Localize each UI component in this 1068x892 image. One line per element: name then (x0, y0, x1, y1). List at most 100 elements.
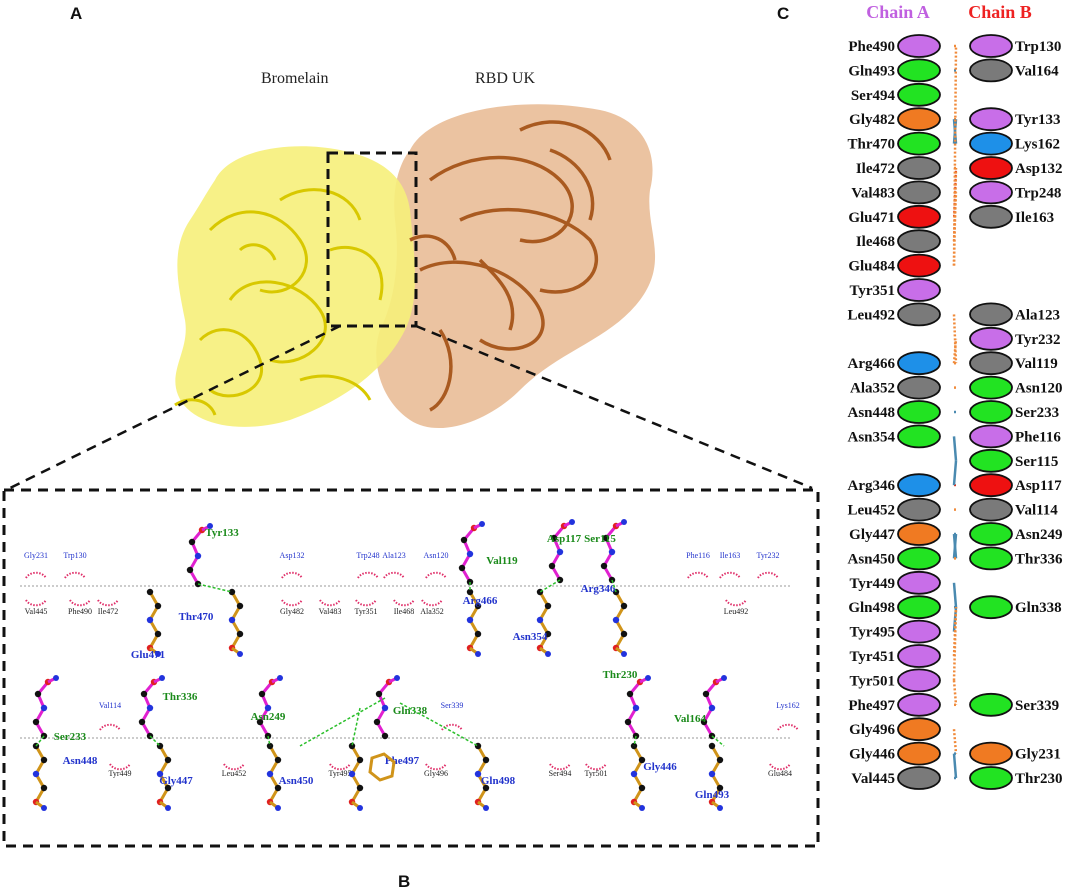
residue-node: Asn120 (969, 375, 1063, 400)
residue-label: Leu452 (847, 503, 895, 519)
residue-label: Gly482 (849, 112, 895, 128)
ligand-stick (708, 742, 724, 811)
hydrophobic-arc (357, 571, 379, 579)
hydrophobic-residue-label: Asp132 (280, 551, 305, 560)
hydrophobic-residue-label: Ile468 (394, 607, 414, 616)
hydrophobic-arc (687, 571, 709, 579)
residue-ellipse (969, 58, 1013, 83)
hydrophobic-arc (383, 571, 405, 579)
residue-ellipse (897, 766, 941, 790)
residue-label: Gln498 (848, 600, 895, 616)
hydrophobic-residue-label: Tyr501 (585, 769, 608, 778)
residue-label: Val164 (1015, 63, 1059, 79)
residue-label: Asn249 (1015, 527, 1063, 543)
residue-ellipse (969, 424, 1013, 449)
hydrophobic-residue-label: Val483 (319, 607, 342, 616)
residue-label: Ala352 (850, 381, 895, 397)
residue-ellipse (897, 570, 941, 595)
residue-node: Tyr501 (849, 668, 941, 693)
hydrophobic-residue-label: Ala123 (382, 551, 406, 560)
residue-label: Glu471 (848, 210, 895, 226)
rbd-surface (376, 104, 656, 429)
residue-ellipse (897, 595, 941, 620)
chain-a-title: Chain A (866, 2, 930, 22)
hydrophobic-residue-label: Phe116 (686, 551, 710, 560)
residue-label: Asp117 (1015, 478, 1062, 494)
ligand-residue-label: Thr336 (163, 691, 198, 703)
ligand-stick (156, 742, 172, 811)
hydrophobic-arc (549, 763, 571, 771)
residue-node: Gly496 (849, 717, 941, 742)
hydrophobic-residue-label: Tyr495 (329, 769, 352, 778)
residue-ellipse (897, 473, 941, 498)
interaction-link (952, 729, 958, 754)
hydrophobic-arc (425, 763, 447, 771)
residue-ellipse (969, 107, 1013, 132)
hydrophobic-arc (64, 571, 86, 579)
hydrophobic-arc (223, 763, 245, 771)
residue-ellipse (897, 180, 941, 205)
ligand-stick (228, 588, 244, 657)
hydrogen-bond (611, 579, 617, 593)
hydrophobic-residue-label: Trp130 (63, 551, 86, 560)
residue-node: Arg466 (848, 351, 941, 376)
ligand-residue-label: Arg346 (581, 583, 616, 595)
ligand-stick (458, 521, 485, 586)
residue-node: Gly447 (849, 522, 941, 546)
ligand-stick (32, 675, 59, 740)
hydrophobic-arc (777, 723, 799, 731)
residue-label: Ile163 (1015, 210, 1054, 226)
residue-label: Gly446 (849, 747, 895, 763)
residue-ellipse (897, 619, 941, 644)
residue-label: Val483 (851, 185, 895, 201)
hydrophobic-arc (69, 599, 91, 607)
bromelain-ribbons (174, 188, 384, 416)
residue-label: Asp132 (1015, 161, 1063, 177)
residue-node: Gln498 (848, 595, 941, 620)
hydrophobic-residue-label: Tyr232 (757, 551, 780, 560)
residue-ellipse (897, 302, 941, 327)
residue-ellipse (897, 400, 941, 424)
residue-ellipse (897, 546, 941, 571)
residue-node: Thr230 (969, 766, 1063, 790)
residue-label: Val114 (1015, 503, 1058, 519)
ligand-residue-label: Gln498 (481, 775, 516, 787)
residue-label: Thr336 (1015, 551, 1063, 567)
residue-label: Asn354 (847, 429, 895, 445)
interaction-link (952, 607, 958, 681)
residue-node: Asn450 (847, 546, 941, 571)
residue-label: Ser233 (1015, 405, 1059, 421)
ligand-stick (548, 519, 575, 584)
hydrophobic-residue-label: Ser339 (441, 701, 464, 710)
residue-ellipse (897, 204, 941, 229)
ligand-residue-label: Glu471 (131, 649, 165, 661)
residue-node: Tyr232 (969, 326, 1061, 351)
residue-label: Val119 (1015, 356, 1058, 372)
residue-label: Trp130 (1015, 39, 1061, 55)
residue-label: Leu492 (847, 307, 895, 323)
residue-label: Val445 (851, 771, 895, 787)
interaction-link (952, 436, 958, 461)
interaction-link (952, 119, 958, 144)
residue-label: Tyr449 (849, 576, 895, 592)
hydrophobic-residue-label: Ser494 (549, 769, 572, 778)
residue-node: Ser115 (969, 448, 1058, 473)
ligand-stick (266, 742, 282, 811)
interaction-link (952, 533, 958, 559)
residue-ellipse (969, 156, 1013, 180)
residue-ellipse (969, 400, 1013, 424)
hydrophobic-residue-label: Gly231 (24, 551, 48, 560)
residue-ellipse (897, 253, 941, 278)
hydrophobic-arc (97, 599, 119, 607)
ligand-stick (138, 675, 165, 740)
ligand-residue-label: Asn448 (63, 755, 98, 767)
panel-label-b: B (398, 872, 411, 891)
residue-label: Gln338 (1015, 600, 1062, 616)
hydrophobic-residue-label: Phe490 (68, 607, 92, 616)
residue-node: Gly231 (969, 741, 1061, 766)
hydrophobic-arc (329, 763, 351, 771)
hydrophobic-residue-label: Trp248 (356, 551, 379, 560)
residue-label: Arg466 (848, 356, 896, 372)
hydrogen-bond (197, 583, 233, 593)
residue-node: Leu492 (847, 302, 941, 327)
